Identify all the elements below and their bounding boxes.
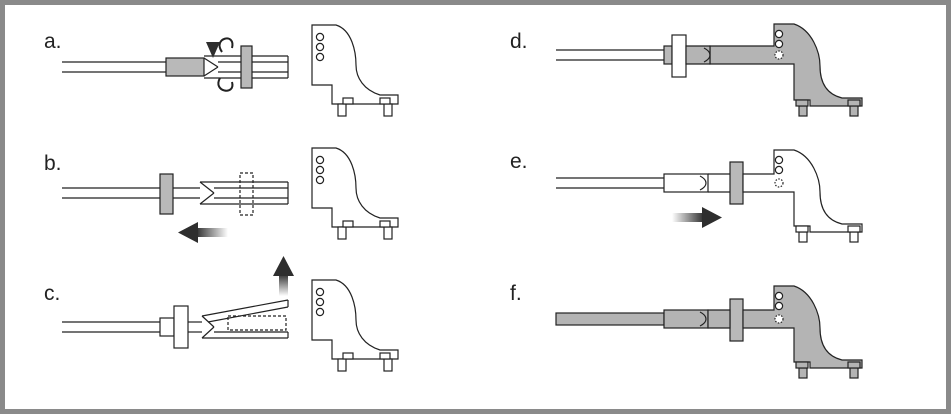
jaw-tip — [699, 175, 707, 191]
ferrule — [165, 57, 205, 77]
step-e-label: e. — [510, 150, 528, 173]
move-up-arrow — [273, 256, 294, 296]
step-b-illustration — [62, 147, 399, 243]
clamp-nut — [671, 34, 687, 78]
step-c-illustration — [62, 256, 399, 372]
move-left-arrow — [178, 222, 228, 243]
ferrule — [663, 173, 709, 193]
step-a-illustration — [62, 24, 399, 117]
step-d-label: d. — [510, 30, 528, 53]
clamp-nut — [240, 45, 253, 89]
cable — [62, 321, 160, 333]
step-d-illustration — [556, 23, 863, 117]
ferrule — [159, 317, 175, 337]
clamp-nut — [173, 305, 189, 349]
step-e-illustration — [556, 149, 863, 243]
step-f-illustration — [555, 285, 863, 379]
mounting-bracket — [311, 24, 399, 117]
step-f-label: f. — [510, 282, 522, 305]
nut-ghost-position — [239, 172, 254, 216]
jaw-tip — [699, 311, 707, 327]
mounting-bracket — [311, 147, 399, 240]
step-c-label: c. — [44, 282, 60, 305]
mounting-bracket — [311, 279, 399, 372]
ferrule — [663, 45, 673, 65]
mounting-bracket — [707, 285, 863, 379]
mounting-bracket — [708, 149, 863, 243]
clamp-nut — [159, 173, 174, 215]
step-a-label: a. — [44, 30, 62, 53]
clamp-jaws — [173, 181, 289, 205]
bracket-arm — [685, 23, 863, 117]
cable — [556, 177, 664, 189]
clamp-jaws-open — [188, 299, 289, 339]
cable — [62, 187, 162, 199]
clamp-nut — [729, 298, 744, 342]
cable — [556, 49, 664, 61]
move-right-arrow — [672, 207, 722, 228]
cable-insert-ghost — [227, 315, 287, 331]
rotate-icon — [206, 37, 234, 92]
cable — [62, 61, 166, 73]
cable — [555, 312, 665, 326]
clamp-nut — [729, 161, 744, 205]
step-b-label: b. — [44, 152, 62, 175]
